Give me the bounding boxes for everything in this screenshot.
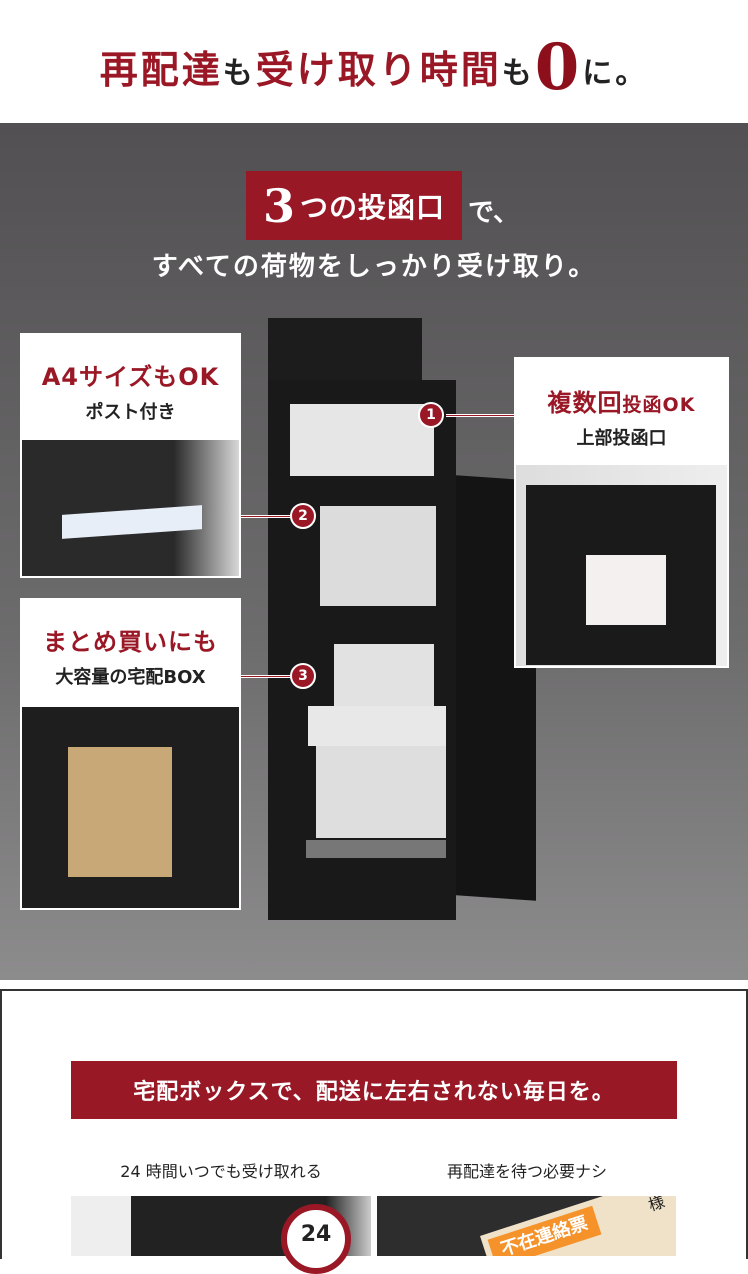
card-a4-subtitle: ポスト付き [85,402,176,423]
badge-24-icon: 24 [281,1204,351,1274]
card-top-title-b: 投函OK [622,394,696,416]
card-a4-post: A4サイズもOK ポスト付き [20,333,241,578]
callout-3: 3 [290,663,316,689]
product-image [262,316,552,926]
benefits-banner: 宅配ボックスで、配送に左右されない毎日を。 [71,1061,677,1119]
hero-part1: 再配達 [99,48,223,92]
slip-name: 様 [646,1196,668,1215]
feature-label-text: つの投函口 [300,190,446,224]
hero-part2: 受け取り時間 [255,48,502,92]
card-top-title: 複数回投函OK [516,383,727,418]
card-top-title-a: 複数回 [547,389,623,417]
callout-line-2 [241,515,291,518]
card-top-subtitle: 上部投函口 [576,428,667,449]
hero-mo1: も [222,56,256,91]
feature-number: 3 [262,178,296,233]
card-box-title: まとめ買いにも [43,628,218,656]
top-slot-photo [516,465,727,666]
feature-suffix: で、 [468,198,519,228]
hero-mo2: も [501,56,535,91]
post-slot-photo [22,440,239,576]
caption-24h: 24 時間いつでも受け取れる [120,1162,322,1181]
hero-zero: 0 [534,30,583,105]
card-top-slot: 複数回投函OK 上部投函口 [514,357,729,668]
slip-title: 不在連絡票 [487,1205,602,1256]
card-large-box: まとめ買いにも 大容量の宅配BOX [20,598,241,910]
caption-no-redelivery: 再配達を待つ必要ナシ [446,1162,607,1181]
photo-24h: 24 [71,1196,371,1274]
callout-2: 2 [290,503,316,529]
hero-end: に。 [582,56,649,91]
large-box-photo [22,707,239,908]
photo-delivery-slip: 不在連絡票 様 [377,1196,676,1256]
card-box-subtitle: 大容量の宅配BOX [55,667,206,688]
callout-1: 1 [418,402,444,428]
card-a4-title: A4サイズもOK [41,363,220,391]
hero-title: 再配達も受け取り時間も0に。 [0,30,748,105]
feature-subline: すべての荷物をしっかり受け取り。 [151,252,597,282]
callout-line-1 [446,414,514,417]
callout-line-3 [241,675,291,678]
